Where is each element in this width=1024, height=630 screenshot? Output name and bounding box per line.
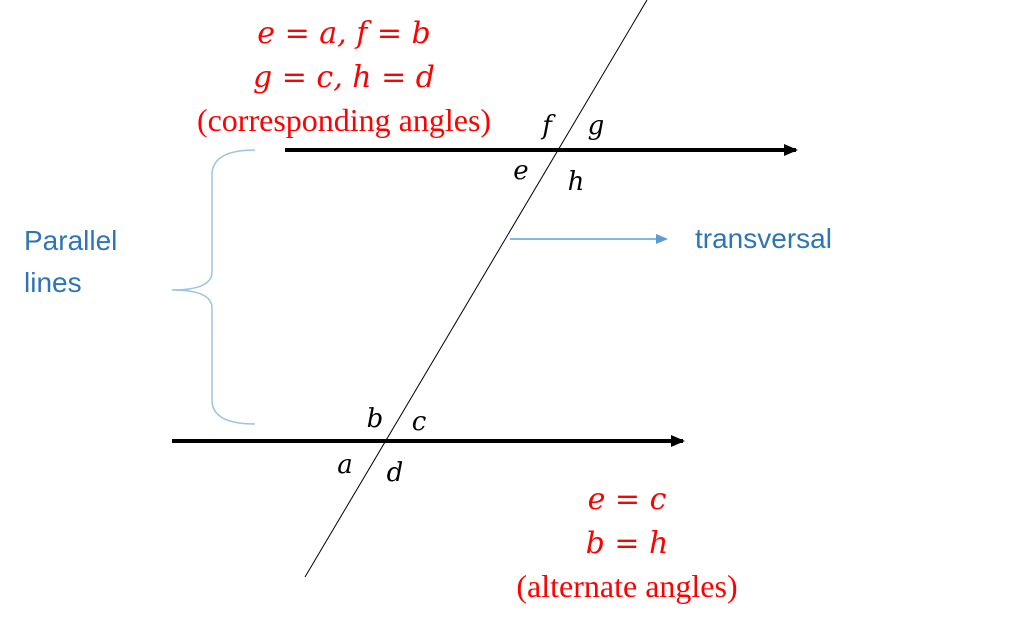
angle-b-label: b — [367, 404, 384, 434]
bottom-note-line2: b = h — [586, 526, 669, 561]
parallel-lines-brace — [171, 149, 256, 425]
parallel-lines-label-line2: lines — [24, 267, 82, 298]
top-note-line1: e = a, f = b — [257, 16, 430, 51]
bottom-note-line3: (alternate angles) — [516, 568, 737, 604]
top-note-line2: g = c, h = d — [253, 60, 435, 95]
angle-h-label: h — [568, 167, 585, 197]
angle-d-label: d — [387, 458, 404, 488]
transversal-label: transversal — [695, 223, 832, 254]
angle-c-label: c — [412, 407, 427, 437]
transversal-line — [304, 0, 648, 578]
angle-g-label: g — [588, 111, 605, 141]
angle-e-label: e — [513, 156, 528, 186]
bottom-note-line1: e = c — [588, 482, 667, 517]
angle-a-label: a — [337, 450, 353, 480]
angle-f-label: f — [540, 111, 556, 141]
parallel-lines-label-line1: Parallel — [24, 225, 117, 256]
top-note-line3: (corresponding angles) — [197, 102, 491, 138]
